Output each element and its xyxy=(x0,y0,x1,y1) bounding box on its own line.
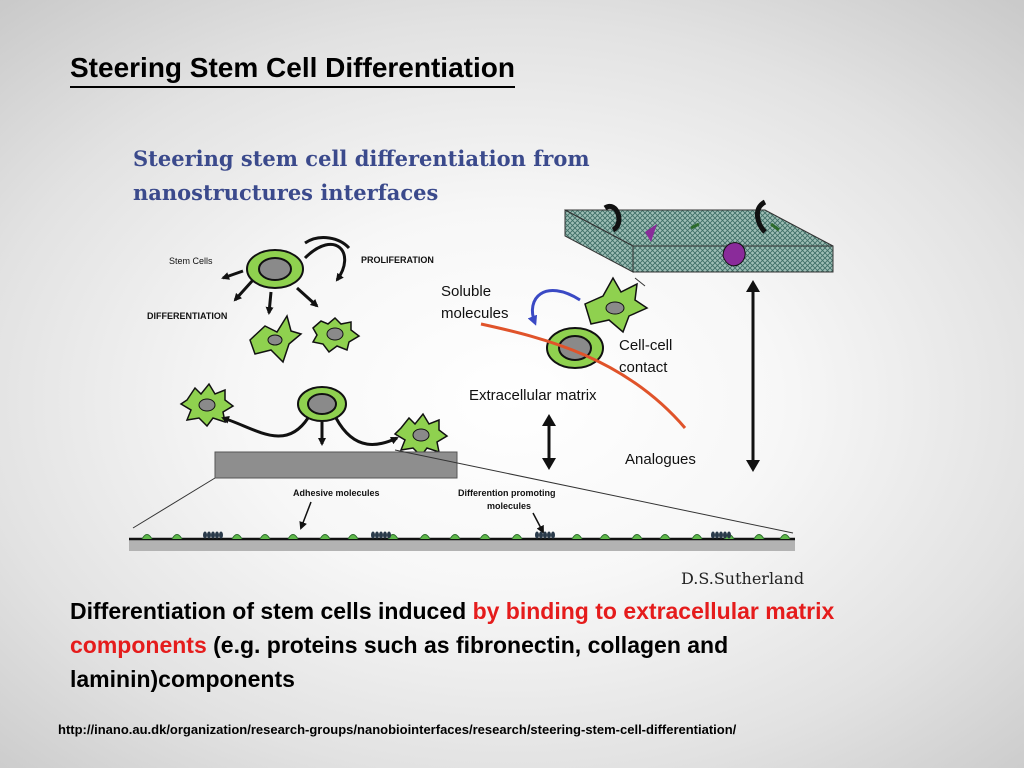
label-soluble-1: Soluble xyxy=(441,283,491,300)
promoting-molecule xyxy=(383,531,387,539)
promoting-molecule xyxy=(723,531,727,539)
promoting-molecule xyxy=(551,531,555,539)
adhesive-molecule xyxy=(659,534,671,540)
promoting-molecule xyxy=(211,531,215,539)
differentiated-cell-2 xyxy=(311,316,361,354)
label-differentiation: DIFFERENTIATION xyxy=(147,311,227,321)
figure-title-line2: nanostructures interfaces xyxy=(133,180,438,205)
proliferation-loop xyxy=(304,236,351,250)
promoting-molecule xyxy=(375,531,379,539)
label-promoting-2: molecules xyxy=(487,501,531,511)
promoting-molecule xyxy=(371,531,375,539)
promoting-molecule xyxy=(535,531,539,539)
caption: Differentiation of stem cells induced by… xyxy=(70,594,950,696)
differentiated-cell-1 xyxy=(249,314,303,364)
caption-part2: (e.g. proteins such as fibronectin, coll… xyxy=(70,632,729,692)
diagram-figure: Steering stem cell differentiation from … xyxy=(125,128,835,600)
substrate-block xyxy=(214,451,458,479)
promoting-molecule xyxy=(215,531,219,539)
label-ecm: Extracellular matrix xyxy=(469,387,597,404)
label-stem-cells: Stem Cells xyxy=(169,256,213,266)
stem-cell-bottom xyxy=(297,386,347,422)
proliferation-arrow xyxy=(303,243,347,282)
promoting-molecule xyxy=(719,531,723,539)
label-adhesive: Adhesive molecules xyxy=(293,488,380,498)
membrane-slab xyxy=(564,199,834,273)
promoting-molecule xyxy=(219,531,223,539)
surface-molecules xyxy=(141,531,791,540)
label-promoting-1: Differention promoting xyxy=(458,488,556,498)
adhesive-molecule xyxy=(449,534,461,540)
slide-title: Steering Stem Cell Differentiation xyxy=(70,52,515,88)
label-proliferation: PROLIFERATION xyxy=(361,255,434,265)
ecm-curve xyxy=(480,322,687,429)
star-cell-left xyxy=(179,382,235,428)
promoting-molecule xyxy=(547,531,551,539)
star-cell-right xyxy=(393,412,449,458)
arrow-diff-right xyxy=(295,286,319,308)
adhesive-molecule xyxy=(231,534,243,540)
membrane-tick xyxy=(634,277,646,287)
adhesive-molecule xyxy=(631,534,643,540)
adhesive-molecule xyxy=(287,534,299,540)
surface-strip xyxy=(129,538,795,551)
arrow-to-left-cell xyxy=(221,415,310,438)
promoting-molecule xyxy=(543,531,547,539)
promoting-molecule xyxy=(203,531,207,539)
arrow-diff-left xyxy=(233,278,255,302)
soluble-arrow xyxy=(527,289,581,326)
diagram-svg: Steering stem cell differentiation from … xyxy=(129,146,834,588)
adhesive-molecule xyxy=(779,534,791,540)
stem-cell-top xyxy=(246,249,304,289)
adhesive-molecule xyxy=(753,534,765,540)
promoting-molecule xyxy=(711,531,715,539)
adhesive-molecule xyxy=(171,534,183,540)
adhesive-molecule xyxy=(479,534,491,540)
promoting-molecule xyxy=(727,531,731,539)
caption-part1: Differentiation of stem cells induced xyxy=(70,598,473,624)
arrow-adhesive xyxy=(299,501,312,530)
label-cellcell-2: contact xyxy=(619,359,668,376)
double-arrow-long xyxy=(746,280,760,472)
zoom-line-left xyxy=(132,477,216,529)
figure-credit: D.S.Sutherland xyxy=(681,569,804,588)
zoom-line-right xyxy=(394,449,794,534)
promoting-molecule xyxy=(207,531,211,539)
adhesive-molecule xyxy=(599,534,611,540)
arrow-promoting xyxy=(532,512,544,534)
caption-highlight: by binding to extracellular matrix compo… xyxy=(70,598,835,658)
promoting-molecule xyxy=(387,531,391,539)
adhesive-molecule xyxy=(141,534,153,540)
adhesive-molecule xyxy=(571,534,583,540)
label-cellcell-1: Cell-cell xyxy=(619,337,672,354)
adhesive-molecule xyxy=(259,534,271,540)
promoting-molecule xyxy=(539,531,543,539)
adhesive-molecule xyxy=(511,534,523,540)
adhesive-molecule xyxy=(319,534,331,540)
adhesive-molecule xyxy=(347,534,359,540)
promoting-molecule xyxy=(379,531,383,539)
contact-stem-cell xyxy=(546,327,604,369)
arrow-to-right-cell xyxy=(334,417,399,446)
promoting-molecule xyxy=(715,531,719,539)
arrow-diff-down xyxy=(265,291,274,315)
label-analogues: Analogues xyxy=(625,451,696,468)
adhesive-molecule xyxy=(691,534,703,540)
arrow-to-stemlabel xyxy=(221,269,244,280)
label-soluble-2: molecules xyxy=(441,305,509,322)
neighbor-cell xyxy=(584,276,649,334)
adhesive-molecule xyxy=(419,534,431,540)
source-url: http://inano.au.dk/organization/research… xyxy=(58,722,737,737)
double-arrow-short xyxy=(542,414,556,470)
figure-title-line1: Steering stem cell differentiation from xyxy=(133,146,590,171)
